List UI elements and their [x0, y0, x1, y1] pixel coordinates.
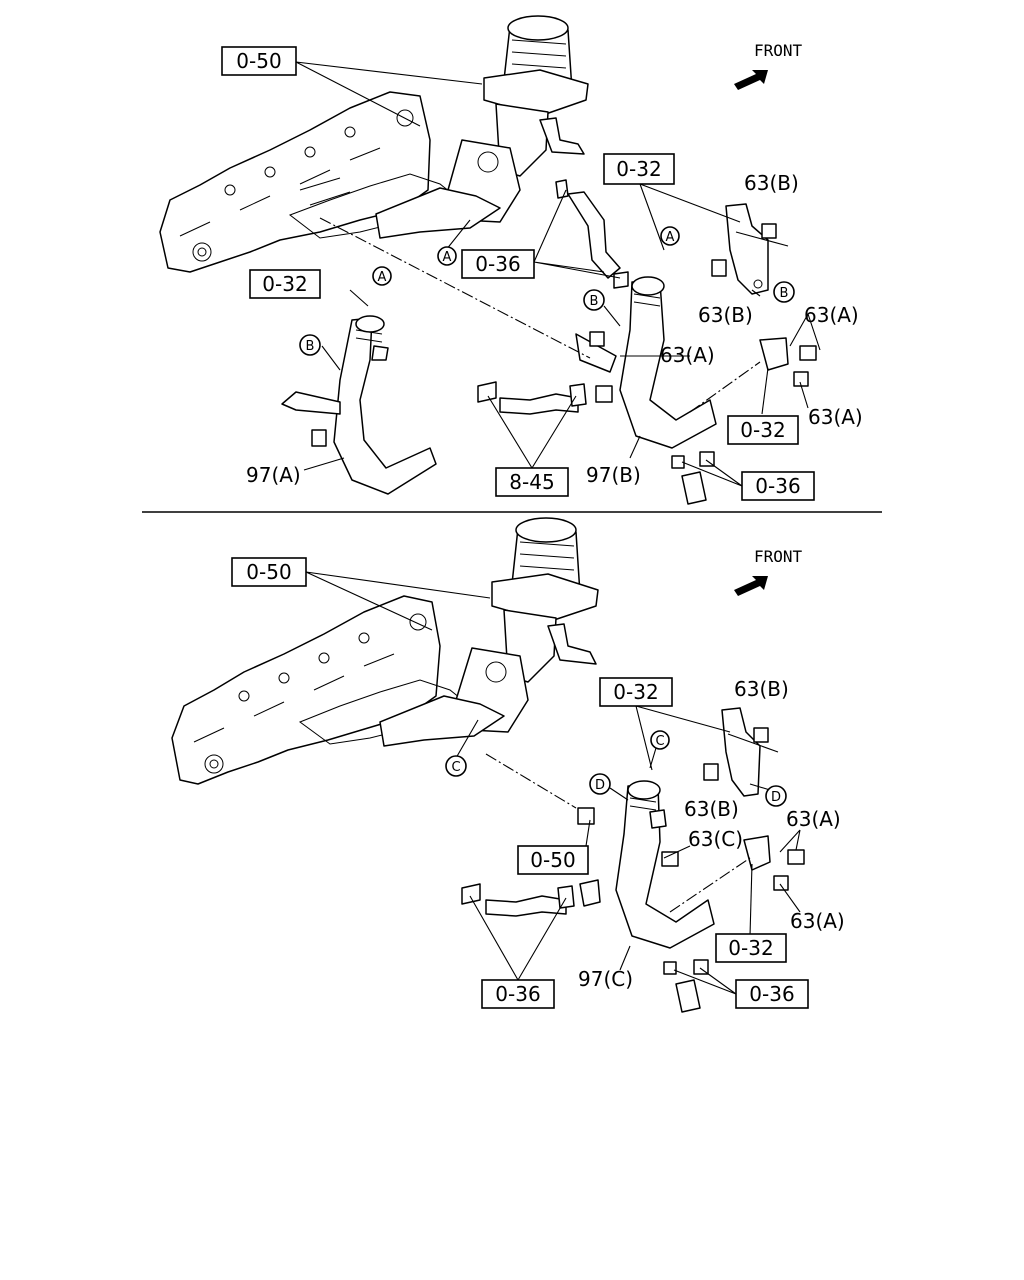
bolt-icon: [761, 223, 777, 239]
bolt-label: 63(B): [684, 797, 739, 821]
ref-marker: D: [595, 778, 605, 793]
front-arrow-icon: [734, 576, 768, 596]
hose-845: [499, 393, 579, 415]
part-label-box: 0-36: [475, 252, 520, 276]
part-label-box: 0-50: [530, 848, 575, 872]
pipe-label: 97(C): [578, 967, 633, 991]
hose: [567, 191, 621, 279]
part-label-box: 0-36: [495, 982, 540, 1006]
bolt-label: 63(A): [786, 807, 841, 831]
part-label-box: 0-32: [262, 272, 307, 296]
bolt-label: 63(A): [660, 343, 715, 367]
manifold-assembly: [171, 595, 471, 785]
ref-marker: B: [590, 294, 599, 309]
pipe-97c: [577, 780, 805, 949]
bolt-label: 63(B): [698, 303, 753, 327]
bolt-label: 63(A): [790, 909, 845, 933]
ref-marker: C: [655, 734, 664, 749]
bolt-label: 63(A): [808, 405, 863, 429]
part-label-box: 0-32: [616, 157, 661, 181]
hose: [681, 471, 707, 505]
clamp-icon: [461, 883, 481, 905]
clamp-icon: [555, 179, 569, 199]
bolt-icon: [753, 727, 769, 743]
bolt-icon: [711, 259, 727, 277]
part-label-box: 0-32: [740, 418, 785, 442]
part-label-box: 0-32: [613, 680, 658, 704]
bolt-label: 63(B): [734, 677, 789, 701]
bracket-upper: [725, 203, 769, 295]
ref-marker: A: [443, 250, 452, 265]
clamp-icon: [663, 961, 677, 975]
bracket-upper: [721, 707, 761, 797]
part-label-box: 0-36: [749, 982, 794, 1006]
egr-valve: [379, 517, 599, 747]
pipe-97a: [281, 315, 437, 495]
pipe-label: 97(B): [586, 463, 641, 487]
clamp-icon: [613, 271, 629, 289]
bolt-label: 63(A): [804, 303, 859, 327]
part-label-box: 0-50: [236, 49, 281, 73]
top-view: FRONT: [159, 15, 863, 505]
bolt-label: 63(C): [688, 827, 743, 851]
manifold-assembly: [159, 91, 461, 273]
ref-marker: B: [780, 286, 789, 301]
front-arrow-icon: [734, 70, 768, 90]
hose: [485, 895, 567, 917]
pipe-97b: [575, 276, 817, 449]
hose: [675, 979, 701, 1013]
front-label: FRONT: [754, 41, 803, 60]
clamp-icon: [477, 381, 497, 403]
egr-valve: [375, 15, 589, 239]
front-label: FRONT: [754, 547, 803, 566]
bolt-label: 63(B): [744, 171, 799, 195]
bottom-view: FRONT: [171, 517, 845, 1013]
ref-marker: D: [771, 790, 781, 805]
clamp-icon: [557, 885, 575, 909]
ref-marker: B: [306, 339, 315, 354]
ref-marker: C: [451, 760, 460, 775]
pipe-label: 97(A): [246, 463, 301, 487]
bolt-icon: [703, 763, 719, 781]
ref-marker: A: [666, 230, 675, 245]
clamp-icon: [671, 455, 685, 469]
part-label-box: 0-50: [246, 560, 291, 584]
clamp-icon: [569, 383, 587, 407]
part-label-box: 8-45: [509, 470, 554, 494]
part-label-box: 0-36: [755, 474, 800, 498]
ref-marker: A: [378, 270, 387, 285]
part-label-box: 0-32: [728, 936, 773, 960]
